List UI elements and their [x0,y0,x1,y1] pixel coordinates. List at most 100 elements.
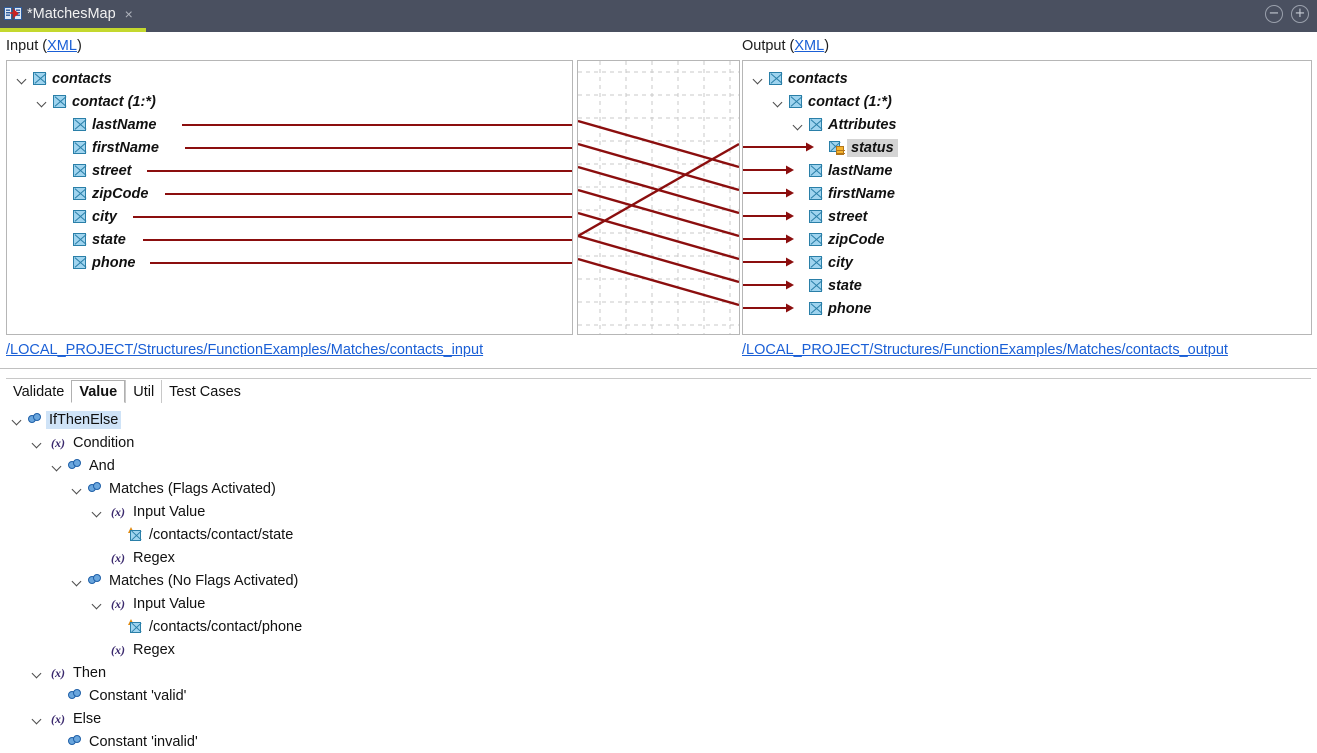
element-icon [73,141,86,154]
minimize-button[interactable]: − [1265,5,1283,23]
tab-test-cases[interactable]: Test Cases [161,380,248,403]
input-path-link[interactable]: /LOCAL_PROJECT/Structures/FunctionExampl… [6,342,484,358]
output-connector-arrow [743,280,794,290]
function-node-matches-no-flags-activated[interactable]: Matches (No Flags Activated) [70,569,298,592]
input-tree-panel[interactable]: contacts contact (1:*) lastName firstName st… [6,60,573,335]
tab-util[interactable]: Util [125,380,161,403]
variable-icon: (x) [51,665,65,680]
mapping-icon [4,5,22,23]
function-node-regex[interactable]: (x)Regex [90,638,175,661]
tree-node-label: firstName [828,185,895,202]
function-node-label: IfThenElse [46,410,122,429]
input-connector-stub [147,170,572,172]
tree-node-zipcode[interactable]: zipCode [55,182,148,205]
output-xml-link[interactable]: XML [794,38,825,54]
chevron-down-icon[interactable] [35,95,49,109]
tree-node-state[interactable]: state [55,228,126,251]
chevron-down-icon[interactable] [30,666,44,680]
output-connector-arrow [743,211,794,221]
input-xml-link[interactable]: XML [47,38,77,54]
element-icon [809,187,822,200]
tree-node-attributes[interactable]: Attributes [791,113,896,136]
chevron-down-icon[interactable] [90,505,104,519]
chevron-down-icon[interactable] [70,482,84,496]
chevron-down-icon[interactable] [70,574,84,588]
tab-value[interactable]: Value [71,380,126,403]
tree-node-label: state [828,277,862,294]
function-node-ifthenelse[interactable]: IfThenElse [10,408,122,431]
chevron-down-icon[interactable] [30,436,44,450]
function-node-condition[interactable]: (x)Condition [30,431,134,454]
tree-node-firstname[interactable]: firstName [791,182,895,205]
output-path-link[interactable]: /LOCAL_PROJECT/Structures/FunctionExampl… [742,342,1228,358]
chevron-down-icon[interactable] [90,597,104,611]
chevron-down-icon[interactable] [791,118,805,132]
tree-node-contacts[interactable]: contacts [15,67,112,90]
chevron-down-icon[interactable] [751,72,765,86]
tree-node-contact-1[interactable]: contact (1:*) [771,90,892,113]
tree-node-firstname[interactable]: firstName [55,136,159,159]
function-node-input-value[interactable]: (x)Input Value [90,592,205,615]
tree-node-zipcode[interactable]: zipCode [791,228,884,251]
chevron-down-icon[interactable] [10,413,24,427]
function-node-constant-valid[interactable]: Constant 'valid' [50,684,186,707]
function-icon [68,735,83,748]
tree-node-contacts[interactable]: contacts [751,67,848,90]
element-icon [73,233,86,246]
tab-matchesmap[interactable]: *MatchesMap × [0,0,146,32]
tree-node-label: firstName [92,139,159,156]
function-node-else[interactable]: (x) Else [30,707,101,730]
function-node-regex[interactable]: (x)Regex [90,546,175,569]
tree-indent [55,187,69,201]
tree-node-label: zipCode [828,231,885,248]
tree-node-label: contacts [788,70,848,87]
tree-node-state[interactable]: state [791,274,862,297]
function-node-and[interactable]: And [50,454,115,477]
close-icon[interactable]: × [124,6,133,22]
function-node-label: /contacts/contact/phone [149,618,303,635]
chevron-down-icon[interactable] [15,72,29,86]
output-label-text: Output ( [742,38,795,54]
tree-node-phone[interactable]: phone [55,251,136,274]
function-node--contacts-contact-state[interactable]: /contacts/contact/state [110,523,293,546]
function-node-then[interactable]: (x)Then [30,661,106,684]
function-node-constant-invalid[interactable]: Constant 'invalid' [50,730,198,753]
tree-node-city[interactable]: city [55,205,117,228]
mapping-canvas[interactable] [577,60,740,335]
attribute-icon [829,140,845,155]
function-node-input-value[interactable]: (x)Input Value [90,500,205,523]
element-icon [33,72,46,85]
element-icon [789,95,802,108]
function-node--contacts-contact-phone[interactable]: /contacts/contact/phone [110,615,302,638]
tree-node-contact-1[interactable]: contact (1:*) [35,90,156,113]
element-icon [73,187,86,200]
tree-node-street[interactable]: street [55,159,132,182]
input-label-paren: ) [76,38,82,54]
tree-node-label: contact (1:*) [72,93,156,110]
tab-validate[interactable]: Validate [13,383,65,400]
variable-icon: (x) [51,711,65,726]
tree-node-label: zipCode [92,185,149,202]
tree-node-lastname[interactable]: lastName [55,113,156,136]
tree-indent [90,551,104,565]
tree-node-status[interactable]: status [811,136,898,159]
chevron-down-icon[interactable] [30,712,44,726]
chevron-down-icon[interactable] [50,459,64,473]
tree-node-label: phone [828,300,872,317]
function-node-label: /contacts/contact/state [149,526,294,543]
tree-node-lastname[interactable]: lastName [791,159,892,182]
chevron-down-icon[interactable] [771,95,785,109]
tree-node-street[interactable]: street [791,205,868,228]
function-node-label: Else [73,710,102,727]
mapping-lines [578,61,739,334]
maximize-button[interactable]: + [1291,5,1309,23]
tree-node-phone[interactable]: phone [791,297,872,320]
tree-node-city[interactable]: city [791,251,853,274]
element-icon [809,164,822,177]
tree-node-label: lastName [828,162,893,179]
function-node-label: Matches (Flags Activated) [109,480,276,497]
function-node-matches-flags-activated[interactable]: Matches (Flags Activated) [70,477,276,500]
tree-node-label: street [828,208,868,225]
